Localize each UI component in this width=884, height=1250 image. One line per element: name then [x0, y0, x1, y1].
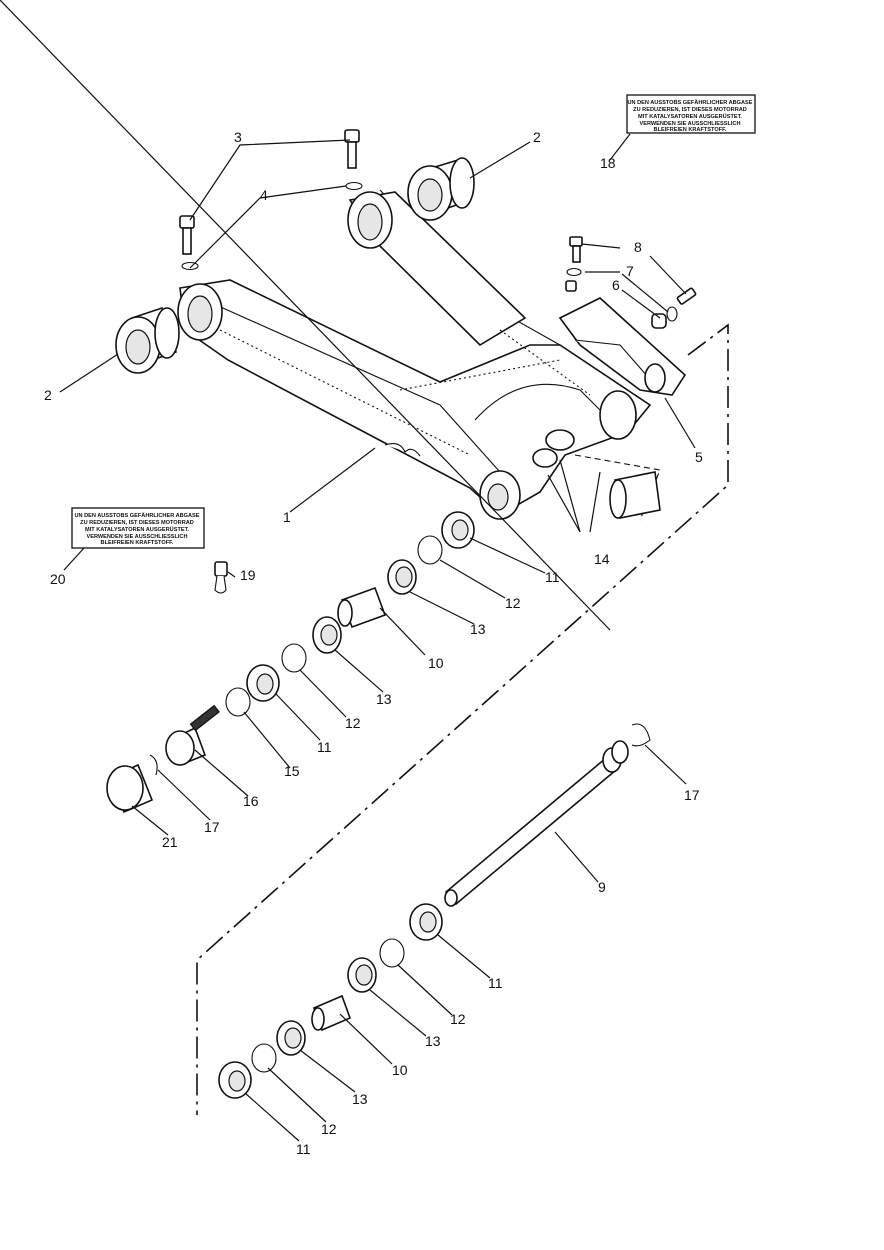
bearing-upper [407, 157, 475, 221]
label20-line-3: MIT KATALYSATOREN AUSGERÜSTET. [85, 526, 189, 533]
callout-8: 8 [634, 239, 642, 255]
label18-line-1: UN DEN AUSSTOBS GEFÄHRLICHER ABGASE [627, 99, 752, 106]
callout-11-d: 11 [296, 1141, 311, 1157]
collar-6 [651, 313, 667, 329]
callout-10-upper: 10 [428, 655, 444, 671]
callout-4: 4 [260, 187, 268, 203]
grease-nipple [214, 561, 228, 594]
callout-14: 14 [594, 551, 610, 567]
washer-lower [181, 261, 199, 271]
pivot-shaft [444, 723, 651, 907]
warning-label-18: UN DEN AUSSTOBS GEFÄHRLICHER ABGASE ZU R… [626, 94, 756, 134]
callout-21: 21 [162, 834, 178, 850]
label18-line-5: BLEIFREIEN KRAFTSTOFF. [654, 127, 727, 133]
callout-5: 5 [695, 449, 703, 465]
label20-line-1: UN DEN AUSSTOBS GEFÄHRLICHER ABGASE [74, 512, 199, 519]
callout-13-c: 13 [425, 1033, 441, 1049]
bolt-upper [344, 129, 360, 169]
callout-11-a: 11 [545, 569, 560, 585]
pivot-spacers [532, 429, 661, 521]
callout-12-c: 12 [450, 1011, 466, 1027]
label18-line-3: MIT KATALYSATOREN AUSGERÜSTET. [638, 113, 742, 120]
washer-upper [345, 181, 363, 191]
callout-7: 7 [626, 263, 634, 279]
callout-3: 3 [234, 129, 242, 145]
leader-lines [0, 0, 696, 1142]
bolt-8-upper [569, 236, 583, 263]
callout-16: 16 [243, 793, 259, 809]
label20-line-4: VERWENDEN SIE AUSSCHLIESSLICH [86, 534, 187, 540]
callout-6: 6 [612, 277, 620, 293]
callout-13-b: 13 [376, 691, 392, 707]
callout-11-b: 11 [317, 739, 332, 755]
callout-2-upper: 2 [533, 129, 541, 145]
callout-17-left: 17 [204, 819, 220, 835]
callout-1: 1 [283, 509, 291, 525]
callout-9: 9 [598, 879, 606, 895]
bearing-lower [115, 306, 180, 374]
callout-13-a: 13 [470, 621, 486, 637]
assembly-boundary-line [196, 323, 729, 1115]
callout-13-d: 13 [352, 1091, 368, 1107]
callout-11-c: 11 [488, 975, 503, 991]
callout-12-b: 12 [345, 715, 361, 731]
callout-18: 18 [600, 155, 616, 171]
callout-10-lower: 10 [392, 1062, 408, 1078]
callout-20: 20 [50, 571, 66, 587]
bolt-lower [179, 215, 195, 255]
label20-line-5: BLEIFREIEN KRAFTSTOFF. [101, 540, 174, 546]
callout-12-d: 12 [321, 1121, 337, 1137]
washer-7-lower [666, 306, 678, 322]
callout-2-lower: 2 [44, 387, 52, 403]
callout-19: 19 [240, 567, 256, 583]
bearing-set-upper [106, 511, 475, 814]
callout-17-right: 17 [684, 787, 700, 803]
label18-line-4: VERWENDEN SIE AUSSCHLIESSLICH [639, 121, 740, 127]
washer-7 [566, 267, 582, 277]
bolt-8-lower [676, 287, 697, 305]
label18-line-2: ZU REDUZIEREN, IST DIESES MOTORRAD [633, 107, 747, 113]
callout-12-a: 12 [505, 595, 521, 611]
callout-15: 15 [284, 763, 300, 779]
bearing-set-lower [218, 903, 443, 1099]
label20-line-2: ZU REDUZIEREN, IST DIESES MOTORRAD [80, 520, 194, 526]
nut-6 [565, 280, 577, 292]
warning-label-20: UN DEN AUSSTOBS GEFÄHRLICHER ABGASE ZU R… [71, 507, 205, 549]
chain-guard [558, 297, 687, 396]
